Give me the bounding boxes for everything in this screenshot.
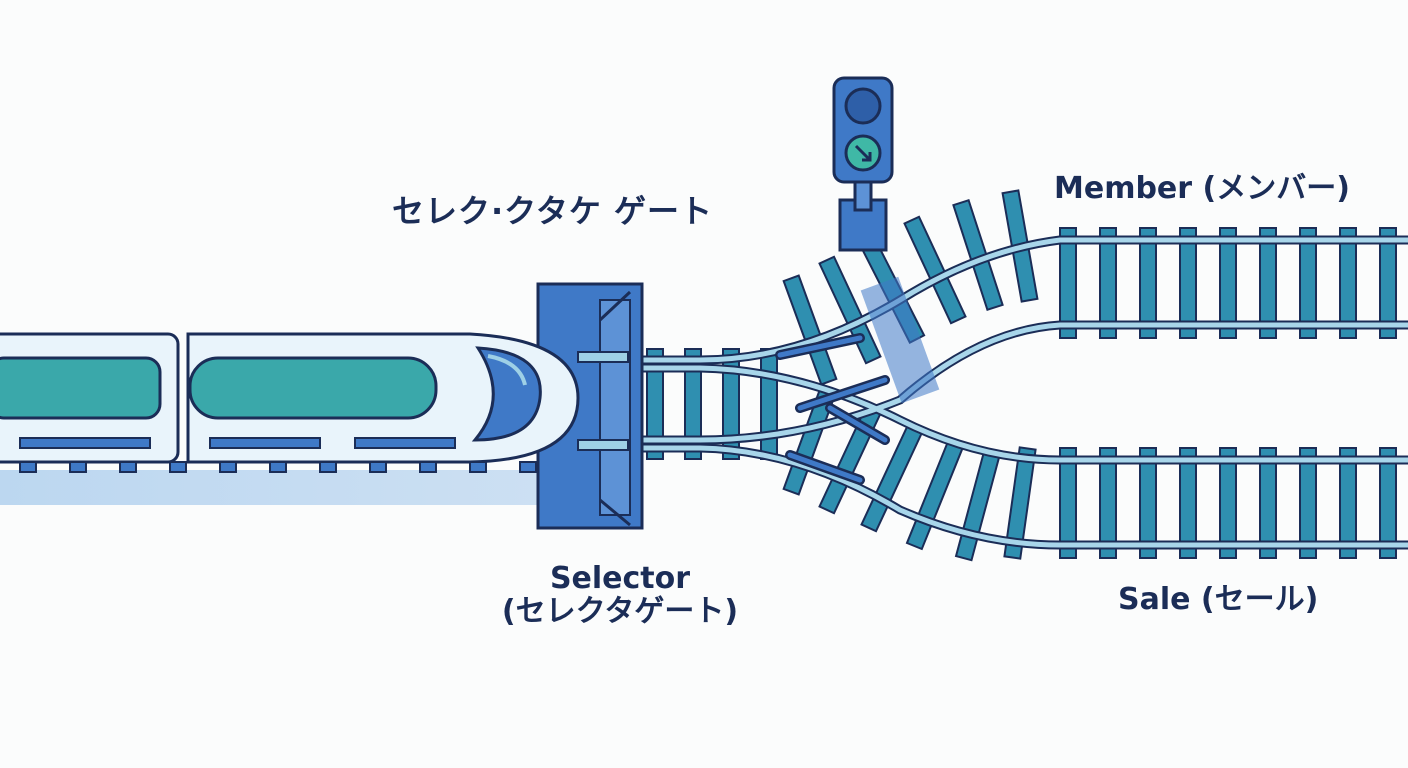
railway-signal-icon: [832, 76, 894, 252]
sale-track-label: Sale (セール): [1118, 582, 1319, 617]
track-tie: [782, 274, 838, 386]
selector-label-line1: Selector: [549, 561, 691, 596]
track-tie: [818, 255, 882, 365]
track-tie: [684, 348, 702, 460]
train-wheel: [369, 461, 387, 473]
train-wheel: [519, 461, 537, 473]
track-tie: [646, 348, 664, 460]
train-wheel: [169, 461, 187, 473]
selector-label: Selector (セレクタゲート): [470, 562, 770, 628]
track-tie: [1179, 447, 1197, 559]
track-tie: [1139, 227, 1157, 339]
track-tie: [722, 348, 740, 460]
track-tie: [760, 348, 778, 460]
track-tie: [1099, 227, 1117, 339]
member-track-label: Member (メンバー): [1054, 171, 1350, 206]
train-wheel: [19, 461, 37, 473]
selector-gate-icon: [536, 282, 644, 530]
track-tie: [1259, 447, 1277, 559]
train-wheel: [469, 461, 487, 473]
track-tie: [1299, 447, 1317, 559]
train-wheel: [69, 461, 87, 473]
track-tie: [1179, 227, 1197, 339]
bullet-train-icon: [0, 332, 580, 473]
track-tie: [1219, 447, 1237, 559]
track-tie: [1139, 447, 1157, 559]
track-tie: [1219, 227, 1237, 339]
track-tie: [954, 448, 1002, 562]
track-tie: [903, 215, 967, 325]
gate-heading: セレク·クタケ ゲート: [392, 192, 714, 230]
train-wheel: [119, 461, 137, 473]
track-tie: [1259, 227, 1277, 339]
track-tie: [952, 198, 1004, 312]
track-tie: [1059, 447, 1077, 559]
track-tie: [1379, 227, 1397, 339]
track-tie: [1059, 227, 1077, 339]
train-wheel: [419, 461, 437, 473]
train-wheel: [319, 461, 337, 473]
train-shadow: [0, 470, 575, 505]
train-wheel: [219, 461, 237, 473]
track-tie: [1339, 227, 1357, 339]
track-tie: [1099, 447, 1117, 559]
selector-label-line2: (セレクタゲート): [501, 594, 739, 629]
track-tie: [1339, 447, 1357, 559]
track-switch-icon: [775, 276, 940, 485]
track-tie: [1379, 447, 1397, 559]
train-wheel: [269, 461, 287, 473]
track-tie: [1299, 227, 1317, 339]
track-tie: [1003, 446, 1037, 560]
